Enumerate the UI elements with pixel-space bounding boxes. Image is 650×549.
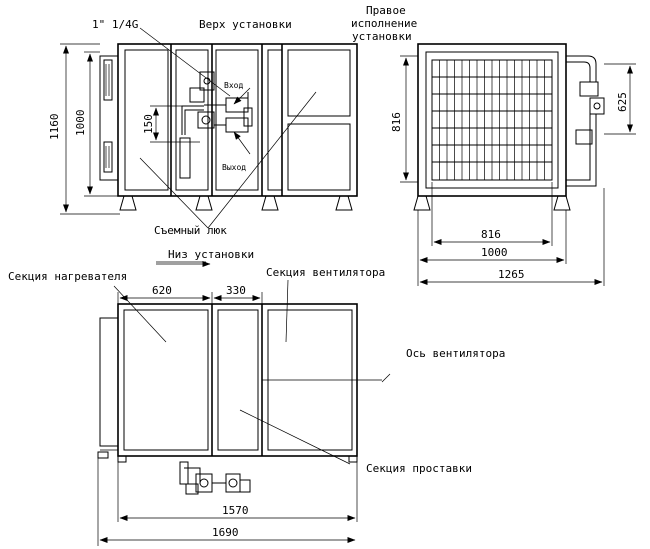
heater-panel [124, 49, 169, 191]
dim-625: 625 [616, 92, 629, 112]
right-version-line1: Правое [366, 4, 406, 17]
right-version-line2: исполнение [351, 17, 417, 30]
dim-620: 620 [152, 284, 172, 297]
dim-1265: 1265 [498, 268, 525, 281]
top-label: Верх установки [199, 18, 292, 31]
outlet-label: Выход [222, 163, 246, 172]
fan-panel-lower [287, 123, 351, 191]
dim-1160: 1160 [48, 114, 61, 141]
dim-150: 150 [142, 114, 155, 134]
fan-section-label: Секция вентилятора [266, 266, 385, 279]
right-version-line3: установки [352, 30, 412, 43]
dim-330: 330 [226, 284, 246, 297]
spacer-section-label: Секция проставки [366, 462, 472, 475]
hatch-label: Съемный люк [154, 224, 227, 237]
fan-panel-upper [287, 49, 351, 117]
spacer-panel-2 [215, 49, 259, 191]
pipe-size-label: 1" 1/4G [92, 18, 138, 31]
fan-axis-label: Ось вентилятора [406, 347, 505, 360]
spacer-panel [175, 49, 209, 191]
dim-816-bottom: 816 [481, 228, 501, 241]
inlet-label: Вход [224, 81, 243, 90]
dim-1570: 1570 [222, 504, 249, 517]
heater-section-label: Секция нагревателя [8, 270, 127, 283]
dim-1000-bottom: 1000 [481, 246, 508, 259]
dim-1000-left: 1000 [74, 110, 87, 137]
dim-1690: 1690 [212, 526, 239, 539]
bottom-label: Низ установки [168, 248, 254, 261]
plan-view [97, 279, 391, 546]
side-view [400, 43, 636, 286]
grille-lines [432, 60, 552, 180]
pipe-size-leader [139, 27, 231, 97]
side-outer-frame [417, 43, 567, 197]
dim-816-side: 816 [390, 112, 403, 132]
plan-spacer-panel [217, 309, 259, 451]
plan-heater-panel [123, 309, 209, 451]
front-view [60, 27, 358, 267]
